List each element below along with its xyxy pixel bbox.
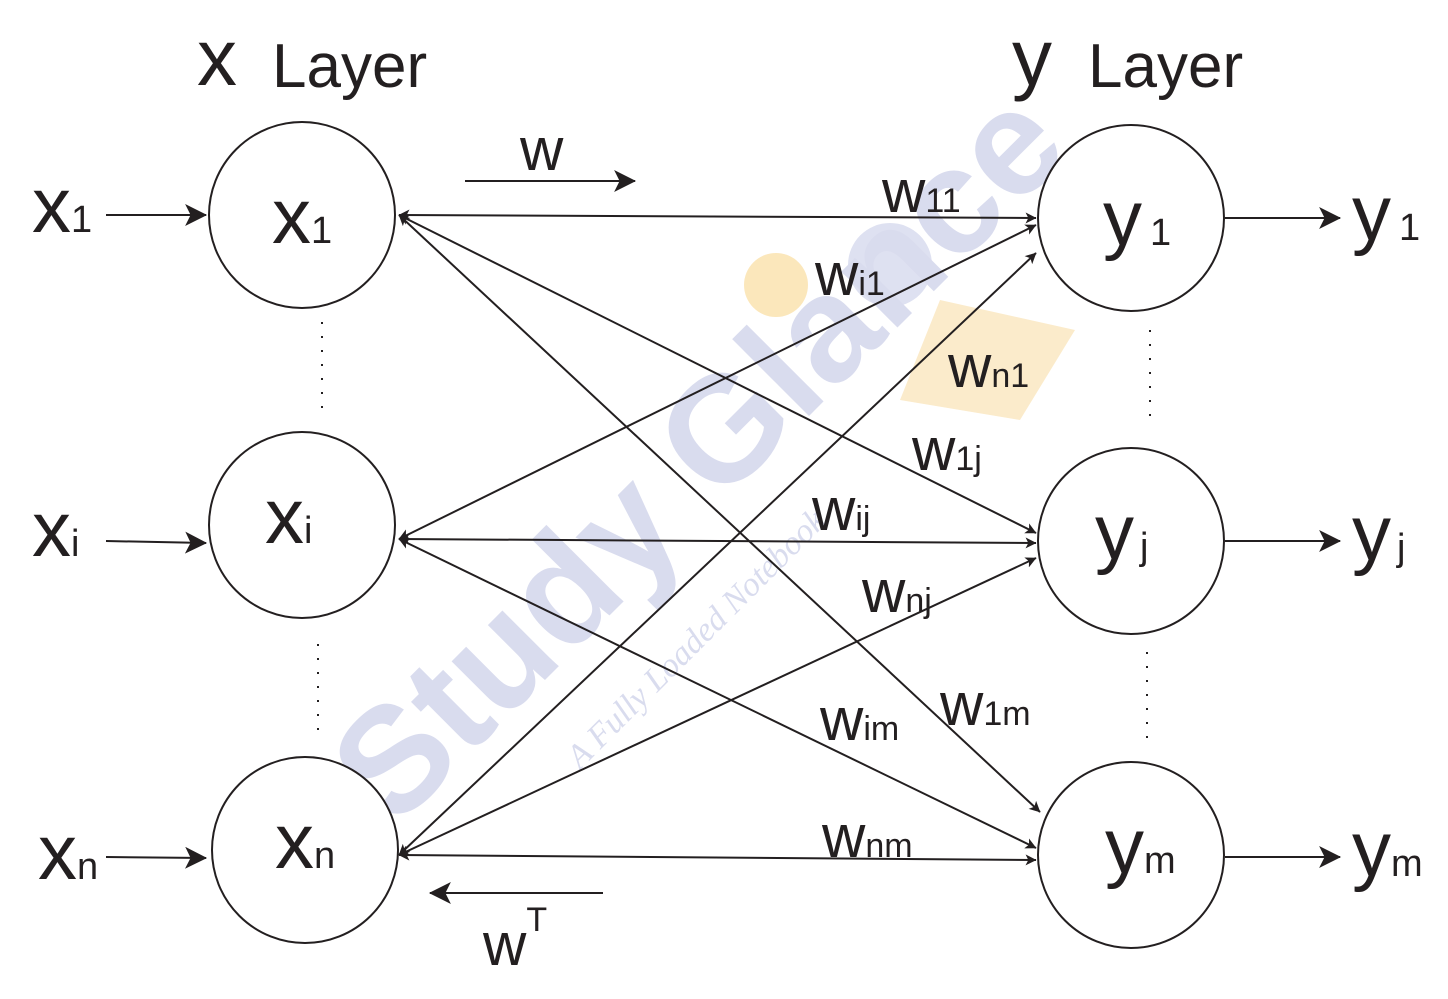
weight-label-wi1: wi1 — [814, 241, 885, 308]
backward-direction: wT — [428, 882, 603, 978]
x-node-n-label: xn — [275, 797, 335, 885]
output-label-j-base: y — [1352, 489, 1391, 577]
edge-wnm — [398, 849, 1037, 866]
x-layer-title: x Layer — [197, 13, 427, 102]
backward-label-sup: T — [526, 901, 547, 939]
x-node-n-sub: n — [314, 835, 335, 877]
x-node-1: x1 — [208, 121, 396, 309]
y-node-m-sub: m — [1144, 840, 1176, 882]
x-node-n-base: x — [275, 797, 314, 885]
x-layer-title-letter: x — [197, 13, 237, 102]
y-layer-title-word: Layer — [1088, 32, 1243, 101]
output-arrows — [1225, 207, 1342, 868]
input-arrow-n — [105, 846, 208, 869]
forward-direction: w — [465, 116, 637, 192]
input-label-i: xi — [32, 485, 79, 573]
y-node-m-base: y — [1105, 802, 1144, 890]
output-label-j-sub: j — [1396, 527, 1405, 569]
input-label-n-base: x — [38, 808, 77, 896]
input-labels: x1 xi xn — [32, 161, 98, 896]
x-node-1-label: x1 — [272, 172, 332, 260]
y-node-m-circle — [1037, 761, 1225, 949]
x-node-i-label: xi — [265, 472, 312, 560]
weight-label-wij: wij — [811, 476, 870, 543]
input-label-i-sub: i — [71, 523, 79, 565]
y-node-j-sub: j — [1139, 526, 1148, 568]
weight-label-w1j: w1j — [911, 416, 982, 483]
y-node-m: ym — [1037, 761, 1225, 949]
output-label-1-sub: 1 — [1399, 207, 1420, 249]
y-node-j-circle — [1037, 447, 1225, 635]
y-layer-title: y Layer — [1012, 13, 1243, 102]
x-node-1-base: x — [272, 172, 311, 260]
y-layer-title-letter: y — [1012, 13, 1052, 102]
y-node-j-base: y — [1095, 488, 1134, 576]
input-label-n-sub: n — [77, 846, 98, 888]
input-label-n: xn — [38, 808, 98, 896]
x-node-n-circle — [211, 756, 399, 944]
input-arrow-i — [105, 531, 208, 554]
x-node-i-base: x — [265, 472, 304, 560]
backward-label-base: w — [482, 911, 527, 978]
input-label-1: x1 — [32, 161, 92, 249]
weight-label-wnm: wnm — [821, 803, 913, 870]
weight-label-w11: w11 — [881, 158, 961, 225]
weight-label-wim: wim — [819, 686, 899, 753]
weight-label-wn1: wn1 — [947, 333, 1029, 400]
edge-wnj — [398, 557, 1037, 856]
weight-label-w1m: w1m — [939, 671, 1031, 738]
forward-label: w — [519, 116, 564, 183]
output-label-m-sub: m — [1391, 843, 1423, 885]
output-label-1-base: y — [1352, 169, 1391, 257]
weight-label-wnj: wnj — [861, 558, 932, 625]
input-label-1-sub: 1 — [71, 199, 92, 241]
input-label-i-base: x — [32, 485, 71, 573]
y-node-1-circle — [1037, 124, 1225, 312]
weight-labels: w11 wi1 wn1 w1j wij wnj w1m wim wnm — [811, 158, 1031, 870]
x-layer-nodes: x1 xi xn — [208, 121, 399, 944]
y-node-1-sub: 1 — [1150, 212, 1171, 254]
output-label-m-base: y — [1352, 805, 1391, 893]
x-node-n: xn — [211, 756, 399, 944]
y-node-m-label: ym — [1105, 802, 1176, 890]
x-node-1-sub: 1 — [311, 210, 332, 252]
y-node-1-base: y — [1103, 174, 1142, 262]
output-label-m: ym — [1352, 805, 1423, 893]
x-node-i-sub: i — [304, 510, 312, 552]
backward-label: wT — [482, 901, 547, 978]
x-node-i: xi — [208, 431, 396, 619]
x-node-1-circle — [208, 121, 396, 309]
ellipsis-dots — [317, 322, 1151, 742]
x-layer-title-word: Layer — [272, 32, 427, 101]
input-label-1-base: x — [32, 161, 71, 249]
x-node-i-circle — [208, 431, 396, 619]
input-arrows — [105, 204, 208, 869]
connections — [398, 209, 1041, 866]
